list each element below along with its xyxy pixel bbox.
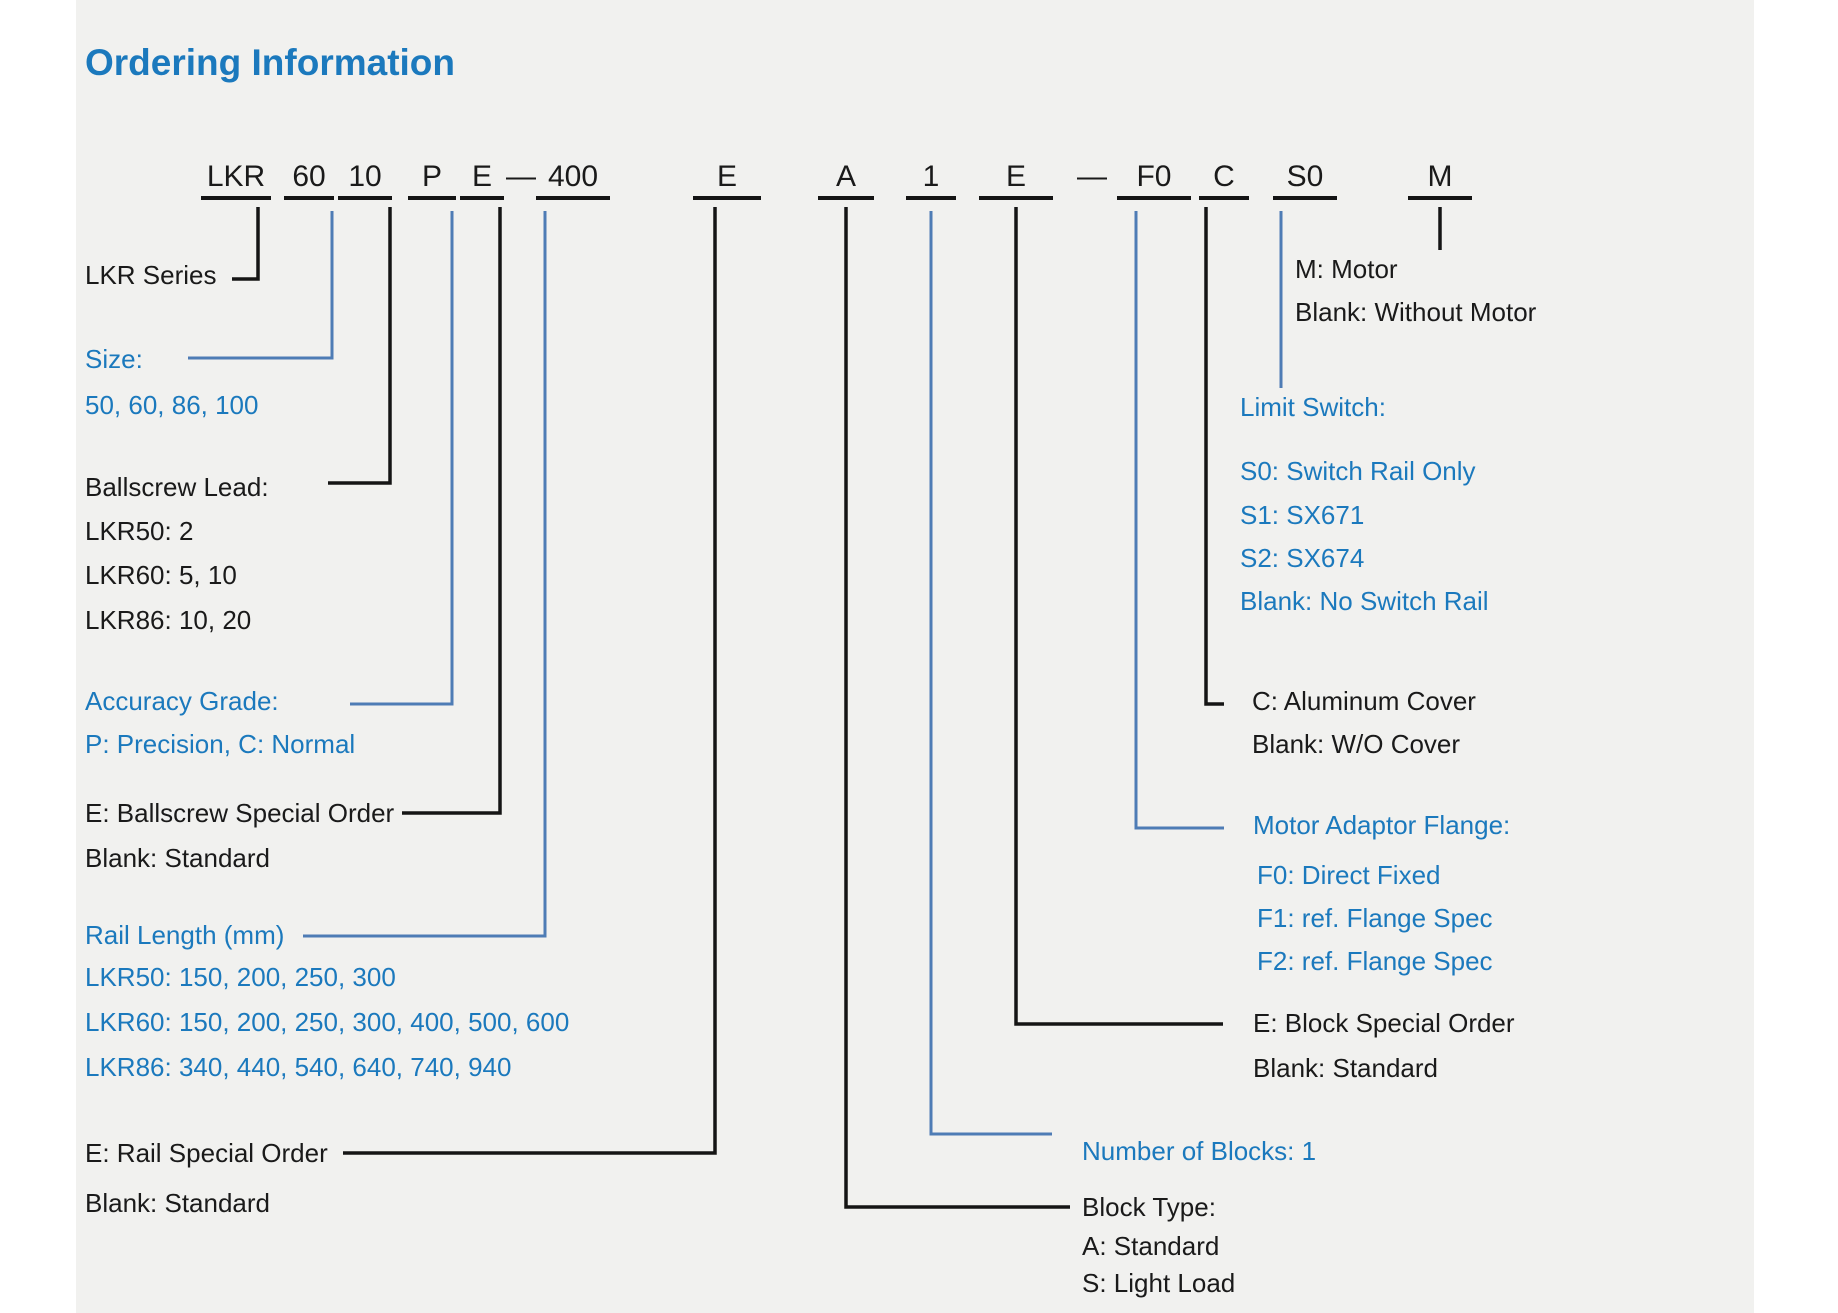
label-flange-title: Motor Adaptor Flange: — [1253, 810, 1511, 840]
label-limit-switch-title: Limit Switch: — [1240, 392, 1386, 422]
code-segment-block-type: A — [818, 160, 874, 200]
label-cover-blank: Blank: W/O Cover — [1252, 729, 1461, 759]
code-segment-num-blocks: 1 — [906, 160, 956, 200]
label-rail-lkr86: LKR86: 340, 440, 540, 640, 740, 940 — [85, 1052, 512, 1082]
code-dash-icon: — — [1077, 160, 1107, 193]
label-lead-lkr50: LKR50: 2 — [85, 516, 194, 546]
label-rail-special-e: E: Rail Special Order — [85, 1138, 328, 1168]
label-flange-f2: F2: ref. Flange Spec — [1257, 946, 1493, 976]
label-num-blocks: Number of Blocks: 1 — [1082, 1136, 1317, 1166]
label-limit-switch-s2: S2: SX674 — [1240, 543, 1365, 573]
label-ballscrew-special-e: E: Ballscrew Special Order — [85, 798, 395, 828]
code-segment-size: 60 — [284, 160, 334, 200]
code-segment-motor: M — [1408, 160, 1472, 200]
page-title: Ordering Information — [85, 42, 455, 83]
code-segment-block-special: E — [979, 160, 1053, 200]
label-block-type-a: A: Standard — [1082, 1231, 1220, 1261]
label-block-type-title: Block Type: — [1082, 1192, 1216, 1222]
label-size-title: Size: — [85, 344, 143, 374]
label-ballscrew-special-blank: Blank: Standard — [85, 843, 271, 873]
label-cover-c: C: Aluminum Cover — [1252, 686, 1476, 716]
code-segment-limit-switch: S0 — [1273, 160, 1337, 200]
code-segment-rail-length: 400 — [536, 160, 610, 200]
label-size-values: 50, 60, 86, 100 — [85, 390, 259, 420]
code-segment-accuracy: P — [408, 160, 456, 200]
label-lead-title: Ballscrew Lead: — [85, 472, 269, 502]
label-block-type-s: S: Light Load — [1082, 1268, 1236, 1298]
code-dash-icon: — — [506, 160, 536, 193]
label-rail-lkr50: LKR50: 150, 200, 250, 300 — [85, 962, 396, 992]
label-accuracy-title: Accuracy Grade: — [85, 686, 279, 716]
code-segment-ballscrew-special: E — [460, 160, 504, 200]
code-segment-series: LKR — [201, 160, 271, 200]
label-flange-f0: F0: Direct Fixed — [1257, 860, 1441, 890]
label-lead-lkr86: LKR86: 10, 20 — [85, 605, 252, 635]
code-segment-rail-special: E — [693, 160, 761, 200]
label-block-special-blank: Blank: Standard — [1253, 1053, 1439, 1083]
label-lead-lkr60: LKR60: 5, 10 — [85, 560, 237, 590]
label-rail-special-blank: Blank: Standard — [85, 1188, 271, 1218]
label-accuracy-values: P: Precision, C: Normal — [85, 729, 356, 759]
label-rail-lkr60: LKR60: 150, 200, 250, 300, 400, 500, 600 — [85, 1007, 570, 1037]
code-segment-cover: C — [1199, 160, 1249, 200]
label-series: LKR Series — [85, 260, 217, 290]
label-rail-title: Rail Length (mm) — [85, 920, 285, 950]
label-motor-m: M: Motor — [1295, 254, 1398, 284]
label-block-special-e: E: Block Special Order — [1253, 1008, 1515, 1038]
label-flange-f1: F1: ref. Flange Spec — [1257, 903, 1493, 933]
label-motor-blank: Blank: Without Motor — [1295, 297, 1537, 327]
code-segment-lead: 10 — [338, 160, 392, 200]
code-segment-flange: F0 — [1117, 160, 1191, 200]
label-limit-switch-blank: Blank: No Switch Rail — [1240, 586, 1489, 616]
label-limit-switch-s0: S0: Switch Rail Only — [1240, 456, 1476, 486]
label-limit-switch-s1: S1: SX671 — [1240, 500, 1365, 530]
